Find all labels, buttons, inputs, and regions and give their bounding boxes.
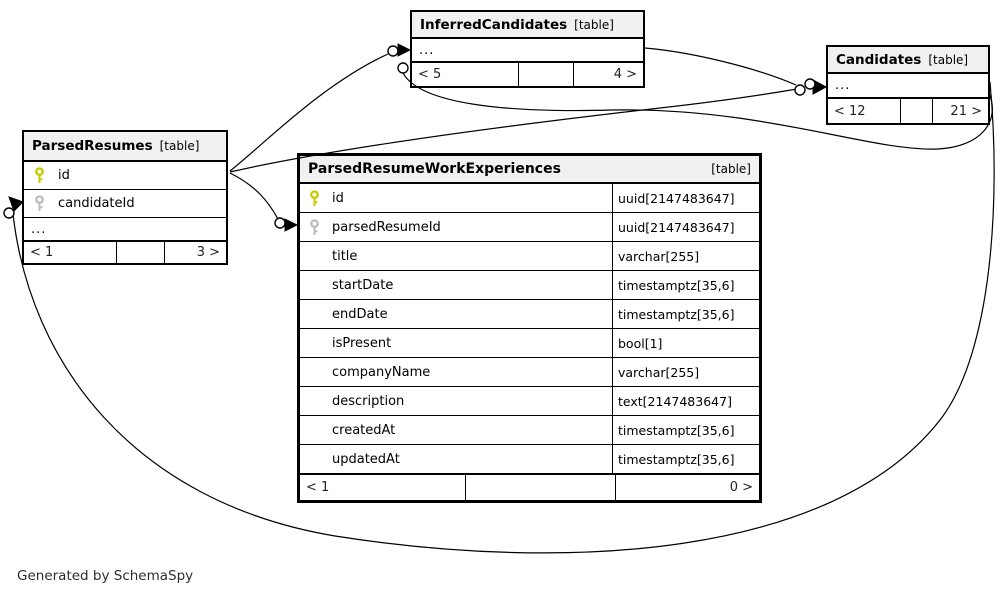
table-parsedresumeworkexperiences: ParsedResumeWorkExperiences [table] id u… — [297, 153, 762, 503]
footer-parents-count: < 1 — [30, 245, 54, 260]
column-row: startDate timestamptz[35,6] — [300, 271, 759, 300]
table-parsedresumeworkexperiences-header[interactable]: ParsedResumeWorkExperiences [table] — [300, 156, 759, 184]
table-footer: < 1 0 > — [300, 474, 759, 500]
primary-key-icon — [24, 167, 54, 184]
table-footer: < 5 4 > — [412, 62, 643, 86]
table-tag: [table] — [159, 139, 200, 153]
column-type: text[2147483647] — [612, 387, 759, 415]
table-tag: [table] — [574, 17, 614, 32]
table-name[interactable]: ParsedResumeWorkExperiences — [308, 161, 561, 177]
column-name: parsedResumeId — [332, 219, 441, 235]
column-name: startDate — [332, 277, 394, 293]
column-row: companyName varchar[255] — [300, 358, 759, 387]
table-name[interactable]: InferredCandidates — [420, 16, 568, 33]
footer-mid-cell — [518, 63, 573, 86]
table-parsedresumes-header[interactable]: ParsedResumes [table] — [24, 132, 226, 162]
primary-key-icon — [300, 189, 328, 207]
hidden-columns-ellipsis: ... — [412, 39, 643, 62]
column-name: id — [332, 190, 344, 206]
footer-mid-cell — [900, 99, 932, 123]
column-row: createdAt timestamptz[35,6] — [300, 416, 759, 445]
column-type: timestamptz[35,6] — [612, 300, 759, 328]
footer-children-count: 4 > — [573, 63, 643, 86]
edge-parsedresumes-workexperiences — [229, 172, 279, 220]
column-row: candidateId — [24, 190, 226, 218]
footer-children-count: 3 > — [164, 242, 226, 263]
column-name: isPresent — [332, 335, 392, 351]
column-row: title varchar[255] — [300, 242, 759, 271]
column-type: varchar[255] — [612, 358, 759, 386]
column-row: endDate timestamptz[35,6] — [300, 300, 759, 329]
column-row: id — [24, 162, 226, 190]
column-row: isPresent bool[1] — [300, 329, 759, 358]
table-inferredcandidates-header[interactable]: InferredCandidates [table] — [412, 12, 643, 39]
table-candidates: Candidates [table] ... < 12 21 > — [826, 45, 990, 125]
foreign-key-icon — [24, 195, 54, 212]
footer-children-count: 0 > — [615, 475, 759, 500]
table-tag: [table] — [711, 162, 751, 176]
column-name: title — [332, 248, 358, 264]
column-type: timestamptz[35,6] — [612, 271, 759, 299]
column-name: description — [332, 393, 405, 409]
column-type: uuid[2147483647] — [612, 213, 759, 241]
column-name: updatedAt — [332, 451, 400, 467]
table-candidates-header[interactable]: Candidates [table] — [828, 47, 988, 74]
footer-mid-cell — [465, 475, 615, 500]
column-row: parsedResumeId uuid[2147483647] — [300, 213, 759, 242]
column-name: endDate — [332, 306, 388, 322]
column-row: description text[2147483647] — [300, 387, 759, 416]
table-parsedresumes: ParsedResumes [table] id candidateId ...… — [22, 130, 228, 265]
table-footer: < 1 3 > — [24, 241, 226, 263]
table-name[interactable]: Candidates — [836, 51, 922, 68]
footer-parents-count: < 12 — [834, 103, 866, 119]
column-name: candidateId — [58, 196, 135, 211]
footer-parents-count: < 1 — [306, 480, 330, 495]
generated-by-note: Generated by SchemaSpy — [17, 568, 194, 584]
hidden-columns-ellipsis: ... — [24, 218, 226, 241]
table-inferredcandidates: InferredCandidates [table] ... < 5 4 > — [410, 10, 645, 88]
column-type: varchar[255] — [612, 242, 759, 270]
column-row: id uuid[2147483647] — [300, 184, 759, 213]
footer-mid-cell — [116, 242, 164, 263]
column-type: timestamptz[35,6] — [612, 416, 759, 444]
column-name: companyName — [332, 364, 431, 380]
edge-inferredcandidates-candidates — [644, 47, 797, 86]
column-type: timestamptz[35,6] — [612, 445, 759, 473]
column-name: id — [58, 168, 70, 183]
hidden-columns-ellipsis: ... — [828, 74, 988, 98]
footer-parents-count: < 5 — [418, 67, 442, 82]
table-name[interactable]: ParsedResumes — [32, 138, 153, 154]
column-name: createdAt — [332, 422, 396, 438]
foreign-key-icon — [300, 218, 328, 236]
column-type: uuid[2147483647] — [612, 184, 759, 212]
table-footer: < 12 21 > — [828, 98, 988, 123]
footer-children-count: 21 > — [932, 99, 988, 123]
column-row: updatedAt timestamptz[35,6] — [300, 445, 759, 474]
table-tag: [table] — [928, 52, 969, 67]
column-type: bool[1] — [612, 329, 759, 357]
